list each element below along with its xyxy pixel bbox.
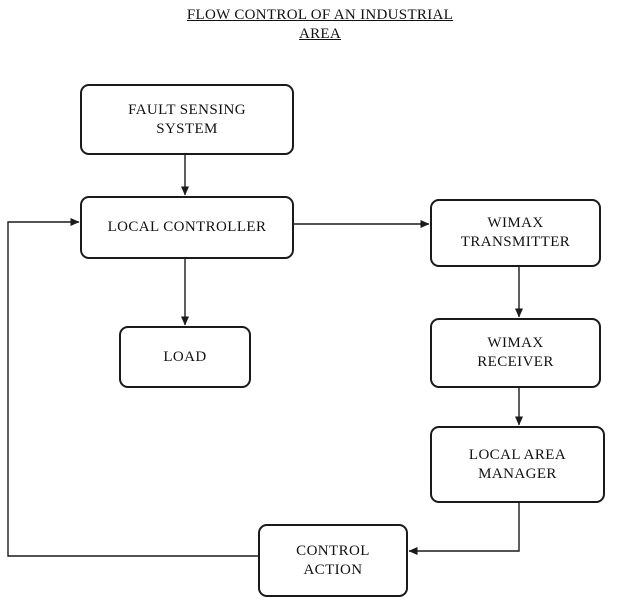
diagram-title-line-1: FLOW CONTROL OF AN INDUSTRIAL <box>186 7 454 23</box>
edge-manager-to-control-action <box>408 503 520 555</box>
local-area-manager-label: LOCAL AREA MANAGER <box>468 446 567 482</box>
fault-sensing-system-label: FAULT SENSING SYSTEM <box>128 101 246 137</box>
control-action-label: CONTROL ACTION <box>296 542 370 578</box>
wimax-transmitter-box: WIMAX TRANSMITTER <box>430 199 601 267</box>
local-controller-label: LOCAL CONTROLLER <box>107 219 267 235</box>
wimax-receiver-label: WIMAX RECEIVER <box>477 335 554 370</box>
control-action-box: CONTROL ACTION <box>258 524 408 597</box>
wimax-receiver-box: WIMAX RECEIVER <box>430 318 601 388</box>
local-controller-box: LOCAL CONTROLLER <box>80 196 294 259</box>
load-label: LOAD <box>163 348 207 365</box>
edge-control-action-to-controller <box>7 218 258 557</box>
diagram-title: FLOW CONTROL OF AN INDUSTRIAL AREA <box>130 6 510 44</box>
fault-sensing-system-box: FAULT SENSING SYSTEM <box>80 84 294 155</box>
wimax-transmitter-label: WIMAX TRANSMITTER <box>460 215 571 250</box>
load-box: LOAD <box>119 326 251 388</box>
diagram-title-line-2: AREA <box>298 26 342 42</box>
local-area-manager-box: LOCAL AREA MANAGER <box>430 426 605 503</box>
